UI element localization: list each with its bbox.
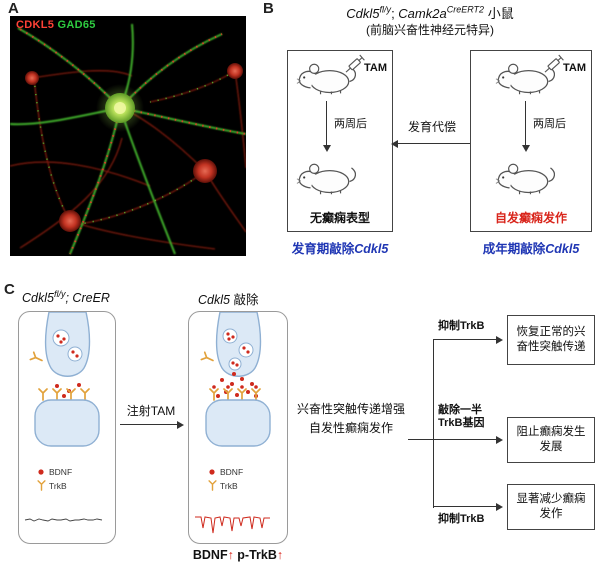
branch-label-het-trkb: 敲除一半TrkB基因 xyxy=(438,404,485,429)
stain-labels: CDKL5 GAD65 xyxy=(16,19,96,31)
fluorescence-micrograph: CDKL5 GAD65 xyxy=(9,16,247,256)
trkb-legend-icon xyxy=(37,480,46,491)
trkb-legend-icon xyxy=(208,480,217,491)
vesicle xyxy=(222,328,238,344)
right-caption: 成年期敲除Cdkl5 xyxy=(482,242,580,256)
neuron-image xyxy=(9,16,247,256)
inject-tam-label: 注射TAM xyxy=(126,404,176,418)
vesicle xyxy=(67,346,83,362)
ko-synapse-box: BDNF TrkB xyxy=(188,311,288,544)
vesicle xyxy=(52,329,70,347)
panel-c-label: C xyxy=(4,281,15,298)
arrow-right xyxy=(496,503,503,511)
left-caption: 发育期敲除Cdkl5 xyxy=(291,242,389,256)
gene-cdkl5: Cdkl5 xyxy=(346,6,380,21)
wt-genotype-title: Cdkl5fl/y; CreER xyxy=(22,289,110,306)
adult-ko-box: TAM 两周后 自发癫痫发作 xyxy=(470,50,592,232)
trkb-legend-label: TrkB xyxy=(220,481,238,491)
presynaptic-terminal xyxy=(215,311,262,377)
wt-synapse-diagram: BDNF TrkB xyxy=(24,311,103,522)
ko-title: Cdkl5 敲除 xyxy=(198,293,259,307)
tam-label: TAM xyxy=(364,62,388,74)
presynaptic-terminal xyxy=(44,311,91,377)
result-box-prevent: 阻止癫痫发生发展 xyxy=(507,417,595,463)
right-outcome: 自发癫痫发作 xyxy=(494,211,567,225)
bdnf-ptrkb-note: BDNF↑ p-TrkB↑ xyxy=(192,548,284,562)
genotype-subtitle: (前脑兴奋性神经元特异) xyxy=(366,23,494,37)
wt-synapse-box: BDNF TrkB xyxy=(18,311,116,544)
developmental-ko-box: TAM 两周后 无癫痫表型 xyxy=(287,50,393,232)
stain-cdkl5-label: CDKL5 xyxy=(16,19,55,31)
panel-a-label: A xyxy=(8,0,19,17)
wait-label: 两周后 xyxy=(334,118,367,130)
seizure-trace xyxy=(195,516,270,534)
wait-label: 两周后 xyxy=(533,118,566,130)
red-soma-1 xyxy=(193,159,217,183)
red-soma-4 xyxy=(25,71,39,85)
effect-line1: 兴奋性突触传递增强 xyxy=(296,402,405,416)
mouse-icon xyxy=(296,157,356,197)
arrow-right xyxy=(496,436,503,444)
bdnf-legend-label: BDNF xyxy=(49,467,72,477)
presynaptic-trkb-receptor xyxy=(29,351,45,366)
left-outcome: 无癫痫表型 xyxy=(309,211,370,225)
genotype-title: Cdkl5fl/y; Camk2aCreERT2 小鼠 xyxy=(346,4,514,21)
ko-synapse-diagram: BDNF TrkB xyxy=(195,311,271,534)
bdnf-legend-dot xyxy=(209,469,215,475)
red-soma-2 xyxy=(59,210,81,232)
tam-label: TAM xyxy=(563,62,587,74)
postsynaptic-terminal xyxy=(34,399,100,447)
panel-b-label: B xyxy=(263,0,274,17)
fusing-vesicle xyxy=(228,357,242,371)
branch-label-inhibit-trkb-top: 抑制TrkB xyxy=(438,320,485,332)
gene-camk2a: Camk2a xyxy=(398,6,447,21)
bound-bdnf xyxy=(212,385,258,389)
bdnf-legend-dot xyxy=(38,469,44,475)
result-box-restore: 恢复正常的兴奋性突触传递 xyxy=(507,315,595,365)
presynaptic-trkb-receptor xyxy=(200,351,216,366)
compensation-label: 发育代偿 xyxy=(407,120,456,134)
effect-line2: 自发性癫痫发作 xyxy=(308,421,393,435)
arrow-right xyxy=(177,421,184,429)
bdnf-legend-label: BDNF xyxy=(220,467,243,477)
mouse-icon xyxy=(495,157,555,197)
arrow-right xyxy=(496,336,503,344)
arrow-left xyxy=(391,140,398,148)
green-puncta xyxy=(33,70,236,225)
postsynaptic-terminal xyxy=(205,399,271,447)
red-soma-3 xyxy=(227,63,243,79)
stain-gad65-label: GAD65 xyxy=(57,19,96,31)
trkb-legend-label: TrkB xyxy=(49,481,67,491)
result-box-reduce: 显著减少癫痫发作 xyxy=(507,484,595,530)
vesicle xyxy=(238,342,254,358)
baseline-trace xyxy=(24,518,103,522)
branch-label-inhibit-trkb-bottom: 抑制TrkB xyxy=(438,513,485,525)
